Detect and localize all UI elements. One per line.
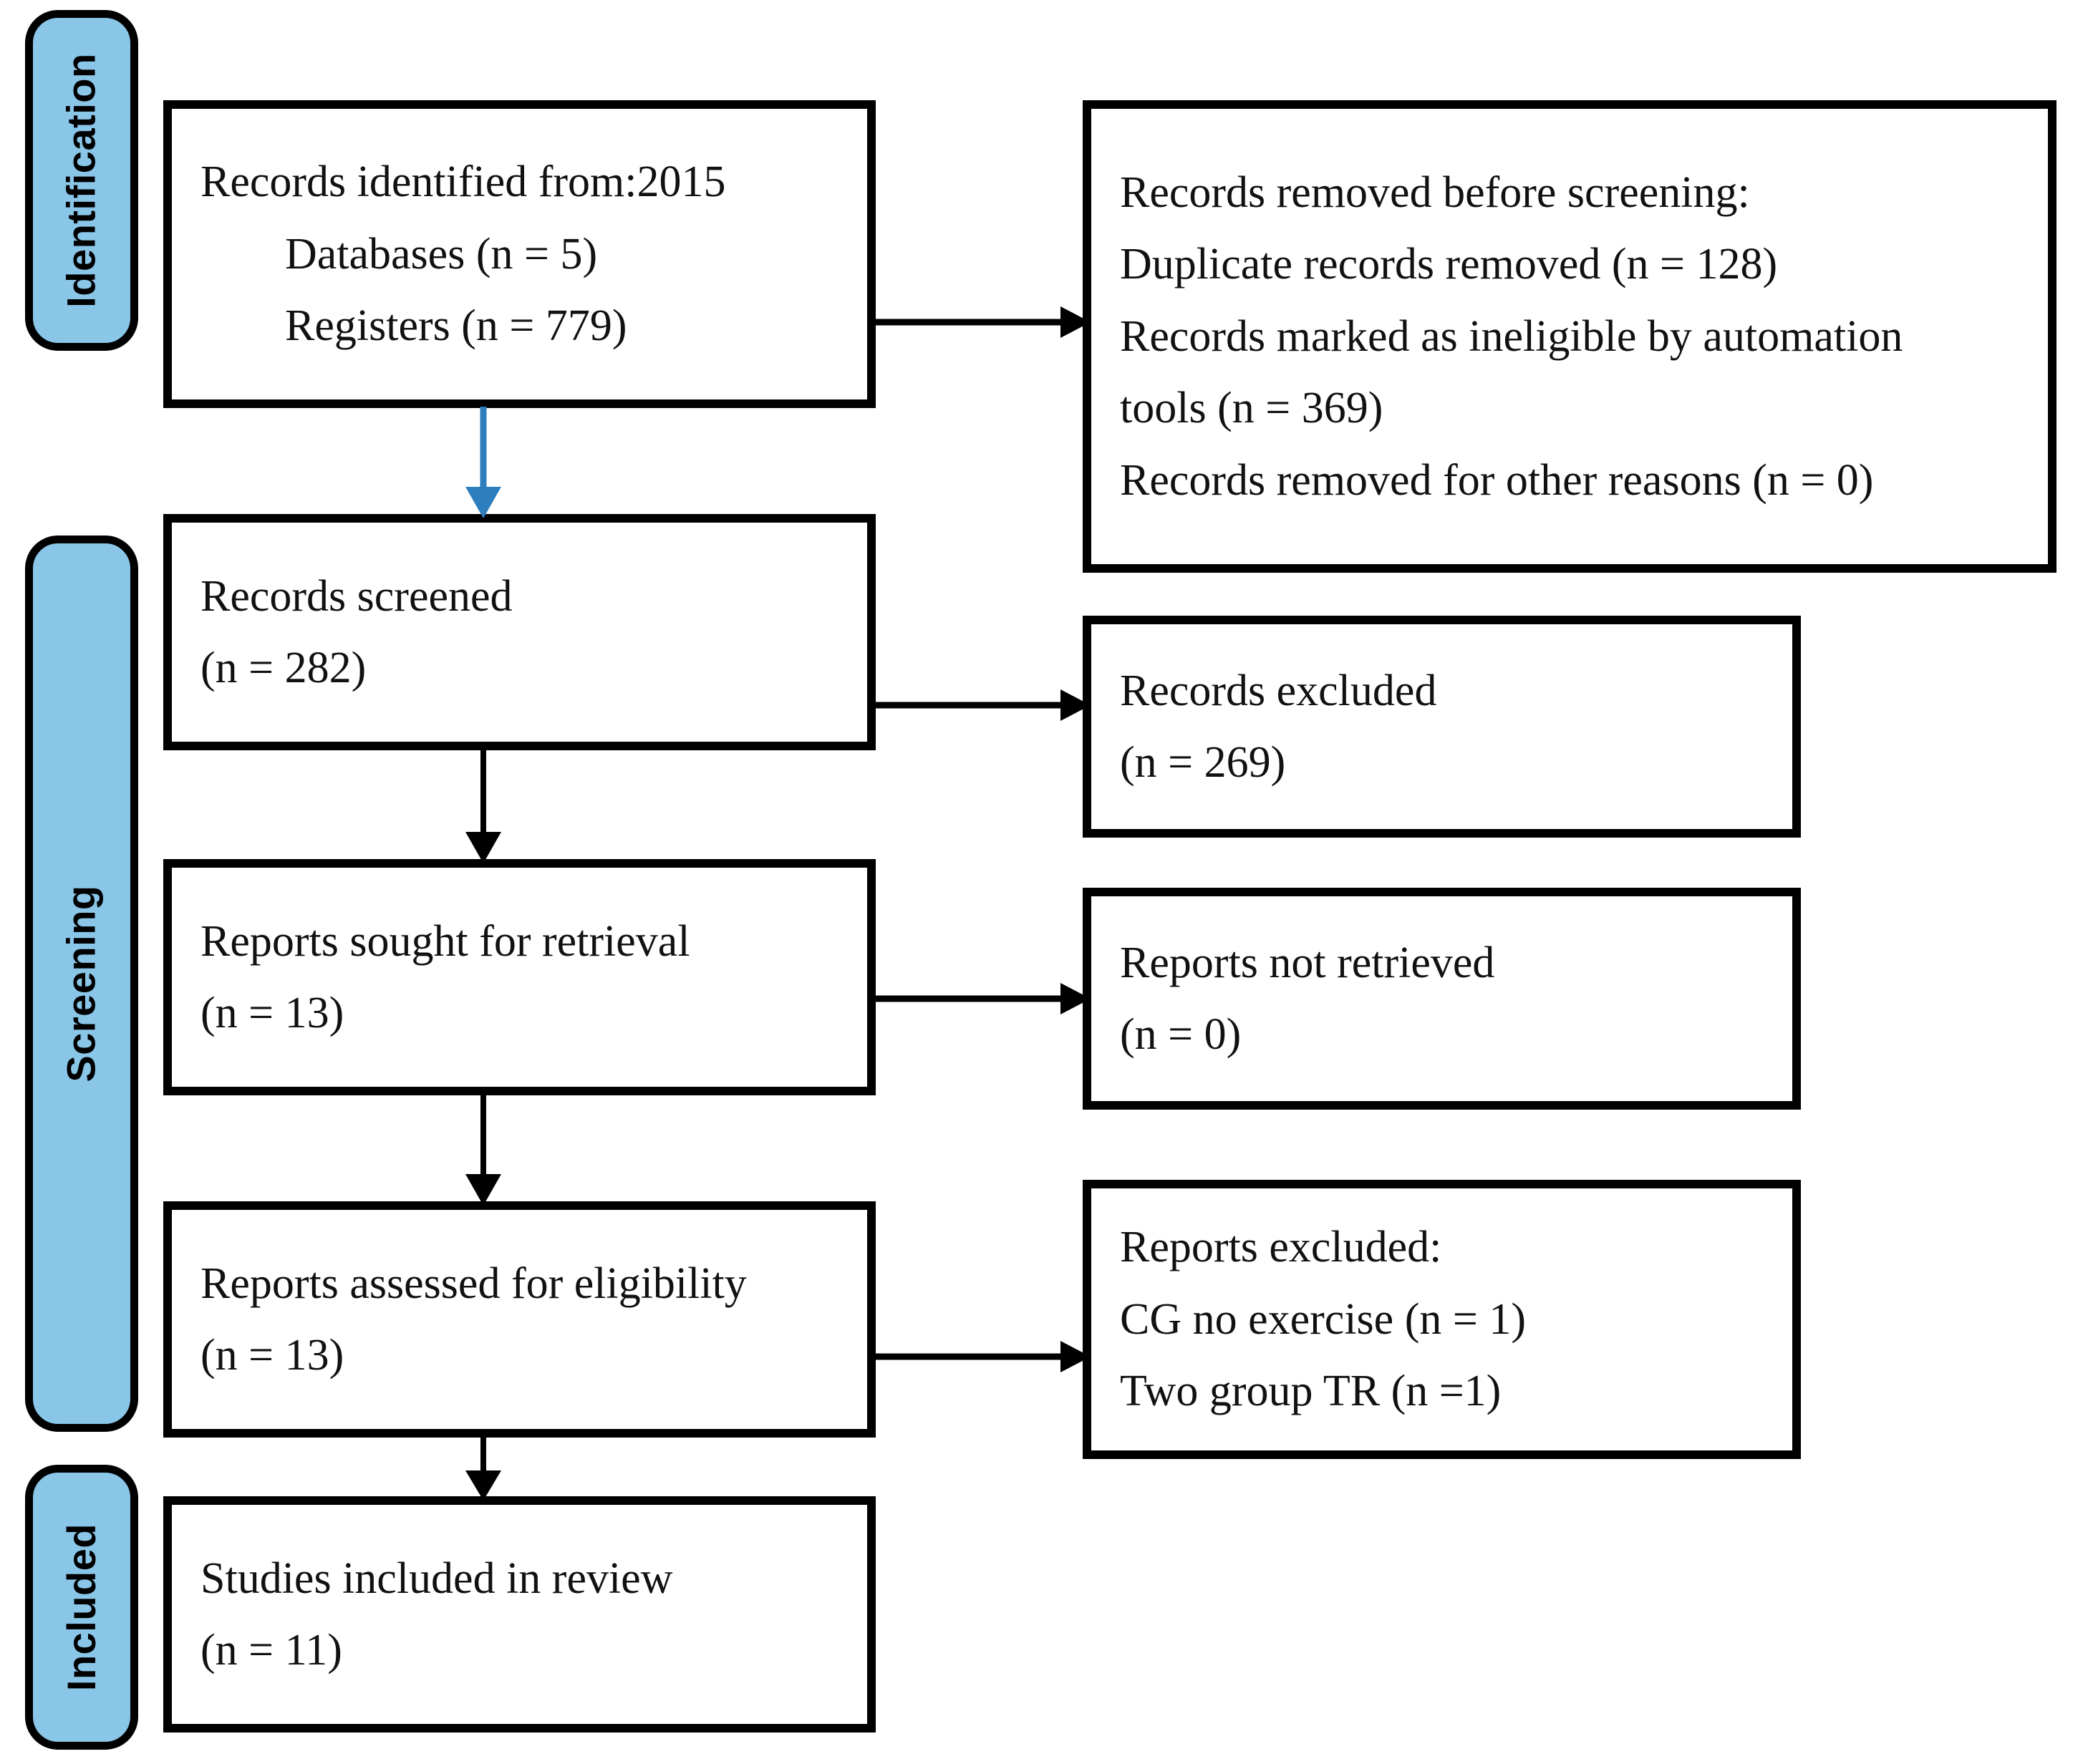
reports-excluded-line-3: Two group TR (n =1) [1120,1367,1502,1416]
arrow-assessed-to-included [451,1436,516,1501]
reports-excluded-line-1: Reports excluded: [1120,1223,1442,1272]
stage-label-included: Included [59,1523,105,1692]
records-excluded-line-2: (n = 269) [1120,738,1286,787]
reports-excluded-line-2: CG no exercise (n = 1) [1120,1294,1526,1344]
reports-assessed-line-1: Reports assessed for eligibility [200,1259,747,1308]
records-excluded-line-1: Records excluded [1120,666,1437,715]
box-records-excluded: Records excluded (n = 269) [1083,616,1801,838]
studies-included-line-1: Studies included in review [200,1554,673,1603]
arrow-assessed-to-excluded [876,1335,1091,1378]
reports-not-retrieved-line-1: Reports not retrieved [1120,938,1495,987]
arrow-sought-to-not-retrieved [876,977,1091,1020]
reports-sought-line-2: (n = 13) [200,989,344,1037]
records-screened-line-2: (n = 282) [200,644,367,692]
box-reports-excluded: Reports excluded: CG no exercise (n = 1)… [1083,1180,1801,1459]
reports-sought-line-1: Reports sought for retrieval [200,916,690,966]
reports-assessed-line-2: (n = 13) [200,1331,344,1380]
arrow-screened-to-excluded [876,684,1091,727]
stage-label-screening: Screening [59,885,105,1082]
box-records-screened: Records screened (n = 282) [163,514,876,750]
box-records-identified: Records identified from:2015 Databases (… [163,100,876,408]
box-records-removed: Records removed before screening: Duplic… [1083,100,2056,573]
reports-not-retrieved-line-2: (n = 0) [1120,1010,1242,1059]
arrow-screened-to-sought [451,749,516,863]
records-identified-line-3: Registers (n = 779) [285,301,627,351]
stage-label-identification: Identification [59,53,105,308]
studies-included-line-2: (n = 11) [200,1626,342,1675]
arrow-identified-to-removed [876,301,1091,344]
records-removed-line-5: Records removed for other reasons (n = 0… [1120,455,1874,505]
stage-pill-included: Included [25,1465,138,1750]
arrow-sought-to-assessed [451,1094,516,1206]
records-identified-line-1: Records identified from:2015 [200,158,726,207]
records-removed-line-3: Records marked as ineligible by automati… [1120,311,1903,361]
records-screened-line-1: Records screened [200,571,513,621]
box-reports-assessed: Reports assessed for eligibility (n = 13… [163,1201,876,1438]
arrow-identified-to-screened [451,407,516,518]
box-studies-included: Studies included in review (n = 11) [163,1496,876,1732]
box-reports-sought: Reports sought for retrieval (n = 13) [163,859,876,1095]
stage-pill-screening: Screening [25,536,138,1432]
records-identified-line-2: Databases (n = 5) [285,229,598,278]
records-removed-line-4: tools (n = 369) [1120,384,1383,433]
records-removed-line-2: Duplicate records removed (n = 128) [1120,240,1778,289]
box-reports-not-retrieved: Reports not retrieved (n = 0) [1083,888,1801,1110]
stage-pill-identification: Identification [25,10,138,351]
records-removed-line-1: Records removed before screening: [1120,168,1750,217]
